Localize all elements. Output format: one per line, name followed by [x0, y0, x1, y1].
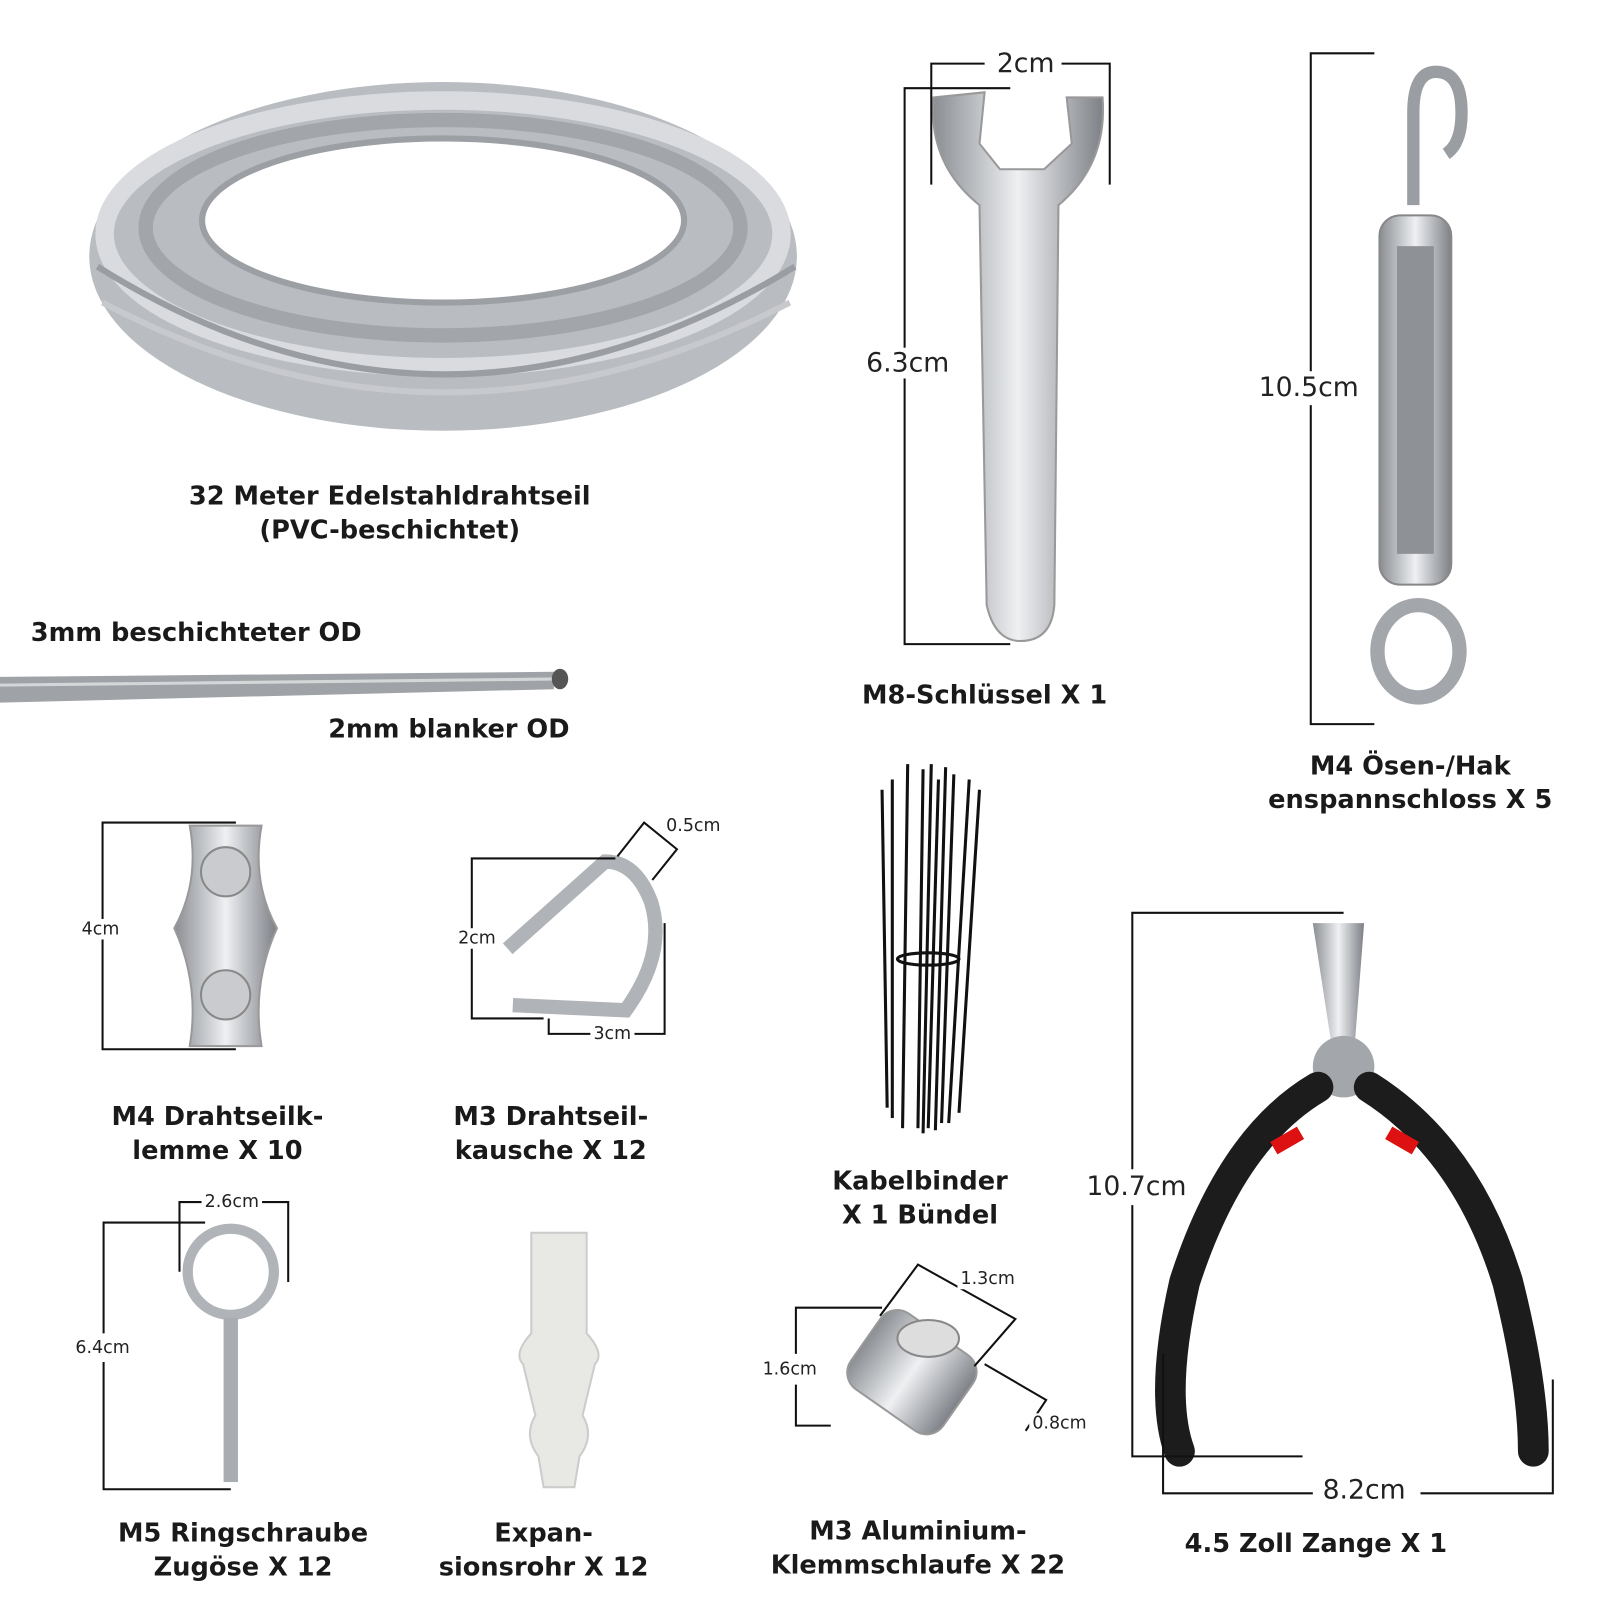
- pliers-width-dim: 8.2cm: [1319, 1474, 1409, 1506]
- zipties-label: Kabelbinder X 1 Bündel: [832, 1164, 1007, 1232]
- ferrule-label-line2: Klemmschlaufe X 22: [770, 1549, 1066, 1580]
- turnbuckle-label: M4 Ösen-/Hak enspannschloss X 5: [1268, 749, 1552, 817]
- cable-cross-section-image: [0, 668, 569, 703]
- ferrule-label-line1: M3 Aluminium-: [809, 1515, 1027, 1546]
- wall-anchor-image: [518, 1231, 600, 1489]
- turnbuckle-image: [1309, 52, 1468, 726]
- thimble-height-dim: 2cm: [455, 928, 499, 949]
- cable-label: 32 Meter Edelstahldrahtseil (PVC-beschic…: [189, 479, 591, 547]
- eyebolt-width-dim: 2.6cm: [201, 1191, 263, 1213]
- eyebolt-label: M5 Ringschraube Zugöse X 12: [118, 1516, 368, 1584]
- ferrule-width-dim: 1.3cm: [957, 1268, 1018, 1290]
- thimble-thickness-dim: 0.5cm: [663, 815, 724, 836]
- thimble-length-dim: 3cm: [590, 1023, 635, 1045]
- thimble-label: M3 Drahtseil- kausche X 12: [453, 1099, 648, 1167]
- turnbuckle-label-line2: enspannschloss X 5: [1268, 784, 1553, 815]
- eyebolt-label-line1: M5 Ringschraube: [118, 1517, 369, 1548]
- wrench-image: [903, 62, 1111, 646]
- anchor-label-line2: sionsrohr X 12: [438, 1551, 649, 1582]
- thimble-label-line1: M3 Drahtseil-: [453, 1101, 649, 1132]
- clamp-label-line1: M4 Drahtseilk-: [111, 1101, 324, 1132]
- zip-ties-image: [880, 764, 982, 1134]
- wrench-length-dim: 6.3cm: [863, 347, 953, 379]
- coated-od-label: 3mm beschichteter OD: [30, 617, 362, 648]
- ferrule-depth-dim: 0.8cm: [1029, 1413, 1090, 1434]
- cable-label-line2: (PVC-beschichtet): [259, 514, 521, 545]
- wrench-width-dim: 2cm: [993, 48, 1058, 79]
- cable-coil-image: [89, 82, 797, 431]
- pliers-image: [1131, 911, 1554, 1495]
- eyebolt-length-dim: 6.4cm: [72, 1337, 133, 1358]
- eyebolt-label-line2: Zugöse X 12: [153, 1551, 333, 1582]
- turnbuckle-label-line1: M4 Ösen-/Hak: [1309, 750, 1511, 781]
- thimble-image: [470, 821, 679, 1035]
- pliers-length-dim: 10.7cm: [1083, 1171, 1190, 1203]
- clamp-label: M4 Drahtseilk- lemme X 10: [111, 1099, 323, 1167]
- anchor-label-line1: Expan-: [494, 1517, 593, 1548]
- wrench-label: M8-Schlüssel X 1: [862, 679, 1108, 710]
- zipties-label-line2: X 1 Bündel: [841, 1199, 999, 1230]
- pliers-label: 4.5 Zoll Zange X 1: [1184, 1528, 1448, 1558]
- wire-clamp-image: [101, 821, 279, 1051]
- eye-bolt-image: [102, 1201, 290, 1491]
- turnbuckle-length-dim: 10.5cm: [1255, 372, 1362, 404]
- bare-od-label: 2mm blanker OD: [328, 713, 570, 744]
- zipties-label-line1: Kabelbinder: [832, 1166, 1008, 1196]
- clamp-height-dim: 4cm: [78, 918, 123, 940]
- ferrule-image: [794, 1263, 1048, 1436]
- clamp-label-line2: lemme X 10: [132, 1135, 303, 1166]
- ferrule-label: M3 Aluminium- Klemmschlaufe X 22: [771, 1514, 1065, 1582]
- anchor-label: Expan- sionsrohr X 12: [439, 1516, 649, 1584]
- thimble-label-line2: kausche X 12: [454, 1135, 647, 1166]
- ferrule-height-dim: 1.6cm: [759, 1358, 820, 1380]
- cable-label-line1: 32 Meter Edelstahldrahtseil: [188, 481, 591, 511]
